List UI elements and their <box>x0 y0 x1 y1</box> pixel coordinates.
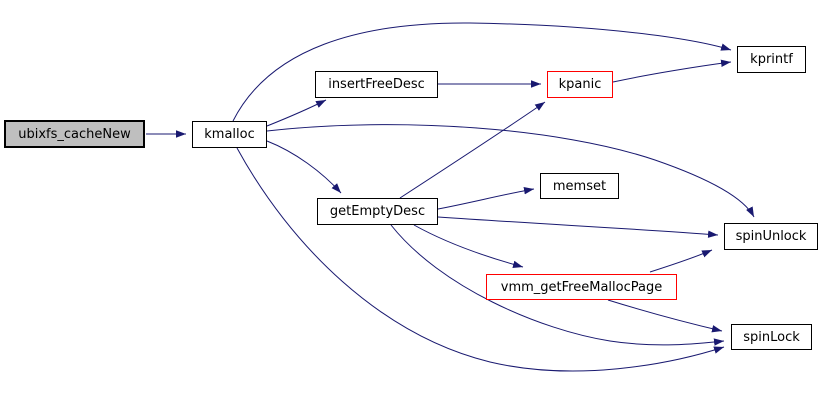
edge-vmm_getFreeMallocPage-to-spinUnlock <box>649 249 713 273</box>
node-memset[interactable]: memset <box>540 173 619 199</box>
node-kmalloc[interactable]: kmalloc <box>192 121 267 148</box>
node-ubixfs_cacheNew: ubixfs_cacheNew <box>4 120 145 148</box>
node-label: ubixfs_cacheNew <box>18 126 131 142</box>
node-kprintf[interactable]: kprintf <box>737 46 806 73</box>
node-label: memset <box>552 178 607 194</box>
node-label: kpanic <box>558 77 602 92</box>
node-label: vmm_getFreeMallocPage <box>500 279 663 295</box>
edge-getEmptyDesc-to-spinUnlock <box>437 216 719 238</box>
node-insertFreeDesc[interactable]: insertFreeDesc <box>315 71 438 98</box>
edge-kmalloc-to-getEmptyDesc <box>266 140 342 194</box>
edge-getEmptyDesc-to-spinLock <box>390 224 725 346</box>
node-kpanic[interactable]: kpanic <box>547 71 613 98</box>
node-vmm_getFreeMallocPage[interactable]: vmm_getFreeMallocPage <box>486 274 677 300</box>
edge-getEmptyDesc-to-vmm_getFreeMallocPage <box>413 224 524 268</box>
edge-kpanic-to-kprintf <box>612 59 732 83</box>
edge-kmalloc-to-spinUnlock <box>266 124 755 218</box>
node-getEmptyDesc[interactable]: getEmptyDesc <box>317 198 438 225</box>
edge-getEmptyDesc-to-memset <box>437 187 535 210</box>
edge-vmm_getFreeMallocPage-to-spinLock <box>607 299 723 333</box>
node-label: getEmptyDesc <box>329 204 426 219</box>
edge-kmalloc-to-kprintf <box>232 22 732 122</box>
node-label: spinUnlock <box>735 229 807 244</box>
node-label: kmalloc <box>204 127 255 142</box>
edge-getEmptyDesc-to-kpanic <box>399 101 546 199</box>
edge-kmalloc-to-insertFreeDesc <box>266 99 327 127</box>
node-spinLock[interactable]: spinLock <box>731 324 812 350</box>
node-label: kprintf <box>750 52 793 67</box>
node-label: spinLock <box>743 329 800 345</box>
edge-kmalloc-to-spinLock <box>236 147 725 372</box>
node-label: insertFreeDesc <box>328 77 425 92</box>
node-spinUnlock[interactable]: spinUnlock <box>724 223 818 250</box>
